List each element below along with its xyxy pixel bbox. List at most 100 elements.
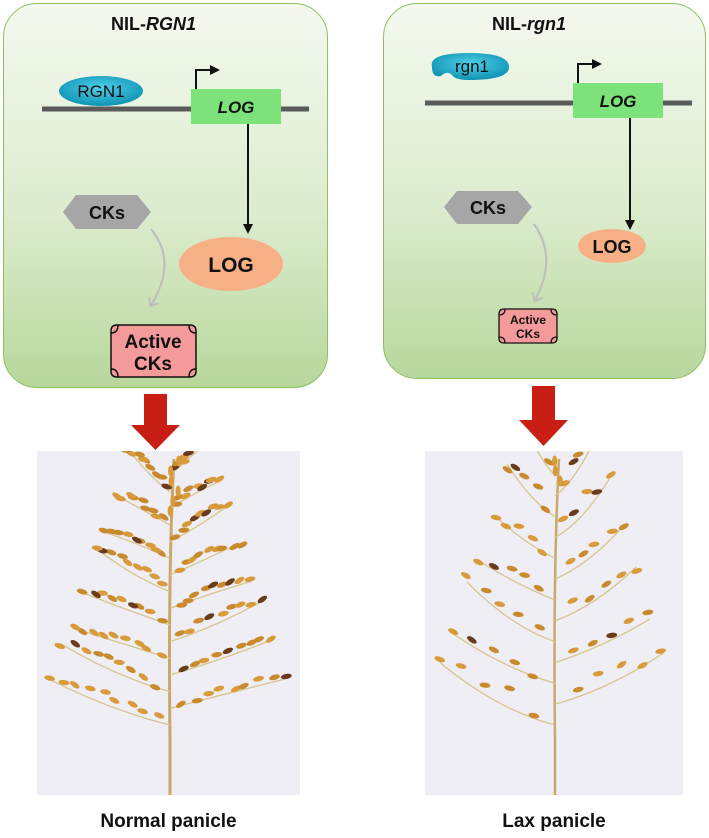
rice-grain bbox=[226, 603, 237, 610]
rice-grain bbox=[528, 712, 540, 719]
rice-grain bbox=[161, 483, 172, 490]
rice-grain bbox=[236, 642, 247, 649]
rice-grain bbox=[637, 662, 648, 669]
rice-grain bbox=[222, 647, 233, 655]
panicle-branch bbox=[554, 478, 611, 539]
panicle-branch bbox=[554, 451, 590, 497]
lax-panicle-drawing bbox=[434, 451, 667, 795]
left-cks-label: CKs bbox=[89, 203, 125, 223]
rice-grain bbox=[176, 455, 182, 467]
rice-grain bbox=[84, 685, 96, 692]
rice-grain bbox=[591, 489, 603, 495]
panicle-branch bbox=[554, 618, 651, 664]
rice-grain bbox=[167, 505, 173, 517]
left-rgn1-protein-label: RGN1 bbox=[77, 82, 124, 101]
rice-grain bbox=[225, 578, 235, 586]
rice-grain bbox=[265, 635, 276, 643]
rice-grain bbox=[448, 628, 459, 635]
rice-grain bbox=[512, 611, 524, 618]
rice-grain bbox=[91, 590, 101, 599]
rice-grain bbox=[269, 674, 280, 681]
rice-grain bbox=[584, 595, 595, 603]
rice-grain bbox=[175, 485, 181, 497]
rice-grain bbox=[205, 476, 217, 483]
rice-grain bbox=[623, 617, 635, 624]
panicle-branch bbox=[169, 678, 285, 709]
rice-grain bbox=[174, 567, 186, 574]
rice-grain bbox=[151, 471, 162, 479]
left-rgn1-protein bbox=[59, 76, 143, 106]
rice-grain bbox=[145, 463, 156, 471]
rice-grain bbox=[193, 617, 204, 624]
normal-panicle-drawing bbox=[44, 451, 292, 795]
right-title-gene: rgn1 bbox=[527, 14, 567, 34]
rice-grain bbox=[460, 572, 471, 580]
rice-grain bbox=[180, 492, 191, 500]
lax-panicle-image bbox=[425, 451, 683, 795]
right-title-prefix: NIL- bbox=[492, 14, 527, 34]
rice-grain bbox=[534, 624, 546, 631]
rice-grain bbox=[120, 451, 132, 453]
rice-grain bbox=[217, 610, 229, 617]
rice-grain bbox=[112, 492, 122, 500]
rice-grain bbox=[513, 523, 525, 529]
rice-grain bbox=[107, 594, 118, 602]
panicle-stem bbox=[168, 458, 176, 795]
rice-grain bbox=[156, 652, 168, 659]
rice-grain bbox=[567, 597, 578, 604]
rice-grain bbox=[488, 646, 499, 654]
left-title-prefix: NIL- bbox=[111, 14, 146, 34]
rice-grain bbox=[606, 471, 616, 479]
rice-grain bbox=[214, 475, 225, 483]
rice-grain bbox=[606, 528, 618, 534]
rice-grain bbox=[588, 541, 600, 548]
rice-grain bbox=[235, 601, 246, 608]
rice-grain bbox=[157, 618, 169, 624]
panicle-branch bbox=[554, 525, 624, 580]
left-conversion-arrow bbox=[151, 228, 166, 305]
rice-grain bbox=[169, 534, 181, 541]
rice-grain bbox=[141, 566, 153, 573]
rice-grain bbox=[510, 463, 521, 472]
right-cks-label: CKs bbox=[470, 198, 506, 218]
rice-grain bbox=[70, 623, 81, 631]
rice-grain bbox=[213, 685, 225, 692]
rice-grain bbox=[540, 505, 551, 514]
rice-grain bbox=[245, 601, 257, 608]
left-log-enzyme-label: LOG bbox=[208, 254, 254, 277]
rice-grain bbox=[176, 602, 188, 608]
rice-grain bbox=[154, 712, 165, 719]
rice-grain bbox=[527, 535, 539, 542]
rice-grain bbox=[455, 663, 467, 669]
left-outcome-arrow bbox=[131, 394, 180, 450]
rice-grain bbox=[201, 509, 212, 517]
rice-grain bbox=[81, 647, 92, 655]
rice-grain bbox=[494, 601, 506, 607]
rice-grain bbox=[216, 581, 228, 588]
panicle-branch bbox=[466, 581, 556, 643]
left-log-gene-box bbox=[191, 89, 281, 124]
rice-grain bbox=[234, 576, 245, 585]
rice-grain bbox=[98, 527, 110, 534]
rice-grain bbox=[122, 558, 133, 567]
rice-grain bbox=[103, 653, 114, 660]
panicle-branch bbox=[479, 561, 556, 601]
left-panel-title: NIL-RGN1 bbox=[111, 14, 196, 35]
right-outcome-arrow bbox=[519, 386, 568, 446]
panicle-branch bbox=[493, 514, 556, 559]
rice-grain bbox=[204, 545, 215, 553]
panicle-branch bbox=[554, 652, 664, 705]
rice-grain bbox=[203, 690, 215, 697]
rice-grain bbox=[93, 650, 105, 657]
rice-grain bbox=[178, 527, 190, 533]
right-panel-title: NIL-rgn1 bbox=[492, 14, 566, 35]
rice-grain bbox=[479, 682, 491, 688]
rice-grain bbox=[211, 651, 223, 658]
rice-grain bbox=[168, 475, 174, 487]
right-promoter-arrow bbox=[577, 59, 602, 84]
rice-grain bbox=[568, 509, 579, 517]
rice-grain bbox=[572, 686, 584, 693]
left-log-enzyme bbox=[179, 237, 283, 291]
rice-grain bbox=[183, 485, 194, 493]
right-active-cks-corners bbox=[498, 308, 558, 344]
